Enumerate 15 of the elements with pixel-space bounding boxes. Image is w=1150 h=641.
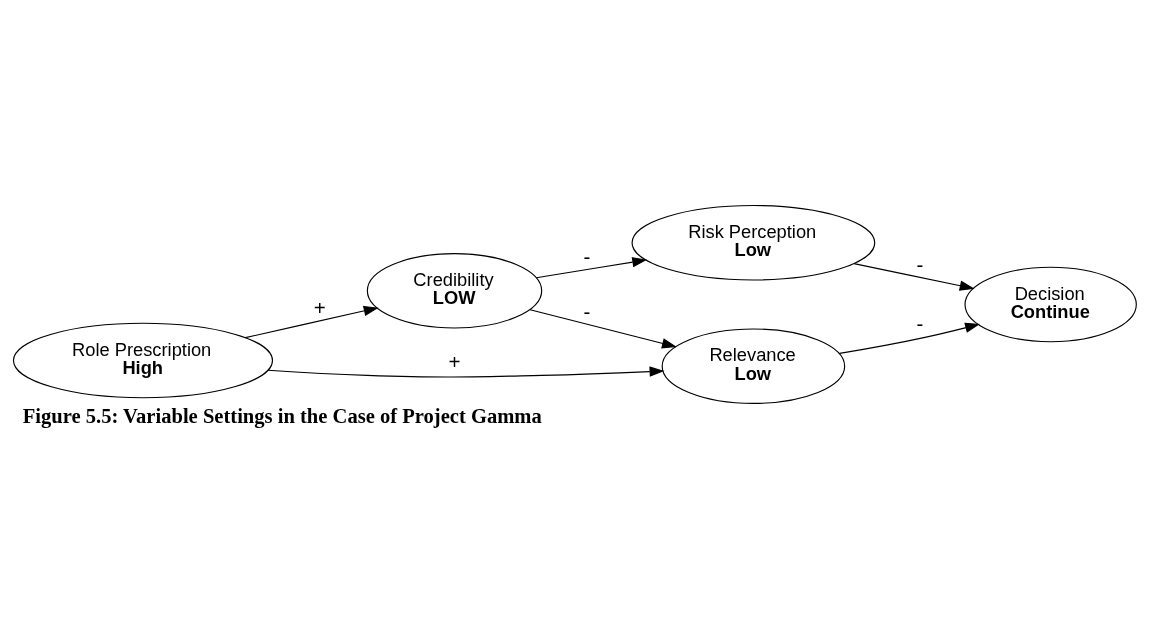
node-ellipse: Role Prescription High <box>12 322 274 399</box>
edge-label: + <box>448 349 461 373</box>
arrow <box>244 305 379 339</box>
arrow <box>529 309 677 349</box>
arrow <box>267 366 665 378</box>
arrow <box>535 257 648 279</box>
node-ellipse: Credibility LOW <box>366 253 543 329</box>
edge-label: + <box>313 296 326 320</box>
edge-label: - <box>583 299 591 323</box>
edge-label: - <box>916 312 924 336</box>
edge-label: - <box>916 252 924 276</box>
arrow <box>839 322 980 354</box>
caption: Figure 5.5: Variable Settings in the Case of Project Gamma <box>22 405 542 428</box>
edge-label: - <box>583 244 591 268</box>
arrow <box>853 263 975 291</box>
